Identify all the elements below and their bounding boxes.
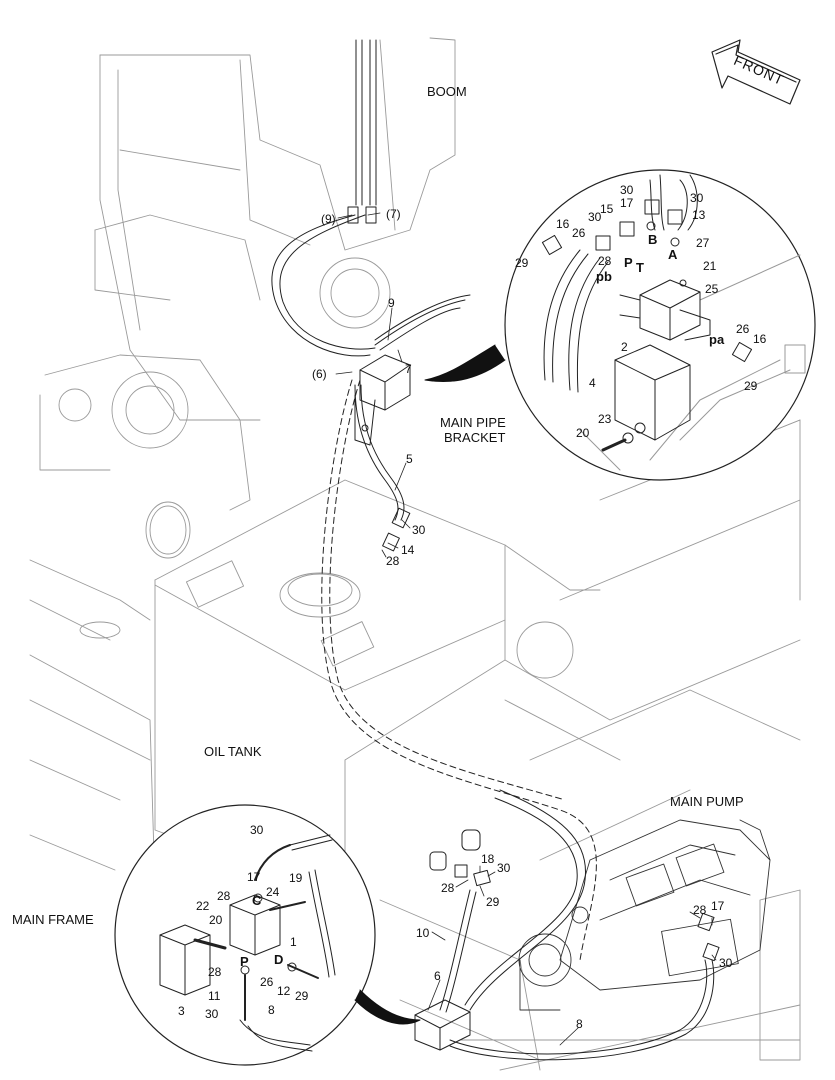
callout-9: 9 xyxy=(388,296,395,310)
callout-11: 11 xyxy=(208,989,221,1003)
port-b-top: B xyxy=(648,232,658,247)
callout-22: 22 xyxy=(196,899,210,913)
callout-29: 29 xyxy=(295,989,309,1003)
port-p-top: P xyxy=(624,255,633,270)
callout-7: 7 xyxy=(405,362,412,376)
main-pipe-bracket-label-2: BRACKET xyxy=(444,430,506,445)
callout-7-paren: (7) xyxy=(386,207,401,221)
callout-30: 30 xyxy=(412,523,426,537)
callout-16: 16 xyxy=(753,332,767,346)
front-arrow-icon xyxy=(711,39,801,105)
port-pb: pb xyxy=(596,269,612,284)
callout-19: 19 xyxy=(289,871,303,885)
callout-17: 17 xyxy=(620,196,634,210)
callout-16: 16 xyxy=(556,217,570,231)
callout-4: 4 xyxy=(589,376,596,390)
port-t-top: T xyxy=(636,260,644,275)
callout-26: 26 xyxy=(260,975,274,989)
bottom-detail-view xyxy=(114,804,421,1066)
callout-10: 10 xyxy=(416,926,430,940)
hoses xyxy=(271,39,715,1061)
callout-9-paren: (9) xyxy=(321,212,336,226)
callout-28: 28 xyxy=(217,889,231,903)
callout-30: 30 xyxy=(620,183,634,197)
callout-28: 28 xyxy=(208,965,222,979)
callout-8: 8 xyxy=(576,1017,583,1031)
callout-27: 27 xyxy=(696,236,710,250)
callout-20: 20 xyxy=(576,426,590,440)
port-p-bottom: P xyxy=(240,954,249,969)
callout-2: 2 xyxy=(621,340,628,354)
callout-28: 28 xyxy=(598,254,612,268)
main-pipe-bracket-valve xyxy=(347,206,411,552)
callout-30: 30 xyxy=(719,956,733,970)
callout-5: 5 xyxy=(406,452,413,466)
callout-30: 30 xyxy=(205,1007,219,1021)
callout-29: 29 xyxy=(486,895,500,909)
callout-30: 30 xyxy=(690,191,704,205)
callout-6-paren: (6) xyxy=(312,367,327,381)
callout-28: 28 xyxy=(386,554,400,568)
main-pipe-bracket-label-1: MAIN PIPE xyxy=(440,415,506,430)
callout-30: 30 xyxy=(250,823,264,837)
port-a-top: A xyxy=(668,247,678,262)
callout-24: 24 xyxy=(266,885,280,899)
port-pa: pa xyxy=(709,332,725,347)
callout-13: 13 xyxy=(692,208,706,222)
port-d-bottom: D xyxy=(274,952,284,967)
callout-8: 8 xyxy=(268,1003,275,1017)
callout-26: 26 xyxy=(736,322,750,336)
callout-18: 18 xyxy=(481,852,495,866)
leader-lines xyxy=(335,212,717,1046)
callout-23: 23 xyxy=(598,412,612,426)
callout-29: 29 xyxy=(515,256,529,270)
callout-28: 28 xyxy=(441,881,455,895)
main-frame-valve-block xyxy=(414,829,720,1051)
callout-6: 6 xyxy=(434,969,441,983)
callout-29: 29 xyxy=(744,379,758,393)
main-pump xyxy=(518,819,771,1011)
callout-15: 15 xyxy=(600,202,614,216)
main-frame-label: MAIN FRAME xyxy=(12,912,94,927)
port-c-bottom: C xyxy=(252,893,262,908)
top-detail-view xyxy=(424,169,816,481)
callout-14: 14 xyxy=(401,543,415,557)
callout-17: 17 xyxy=(247,870,261,884)
callout-3: 3 xyxy=(178,1004,185,1018)
main-pump-label: MAIN PUMP xyxy=(670,794,744,809)
callout-12: 12 xyxy=(277,984,291,998)
callout-26: 26 xyxy=(572,226,586,240)
boom-label: BOOM xyxy=(427,84,467,99)
callout-30: 30 xyxy=(588,210,602,224)
callout-1: 1 xyxy=(290,935,297,949)
callout-28: 28 xyxy=(693,903,707,917)
oil-tank-label: OIL TANK xyxy=(204,744,262,759)
callout-20: 20 xyxy=(209,913,223,927)
callout-17: 17 xyxy=(711,899,725,913)
callout-21: 21 xyxy=(703,259,717,273)
callout-30: 30 xyxy=(497,861,511,875)
callout-25: 25 xyxy=(705,282,719,296)
